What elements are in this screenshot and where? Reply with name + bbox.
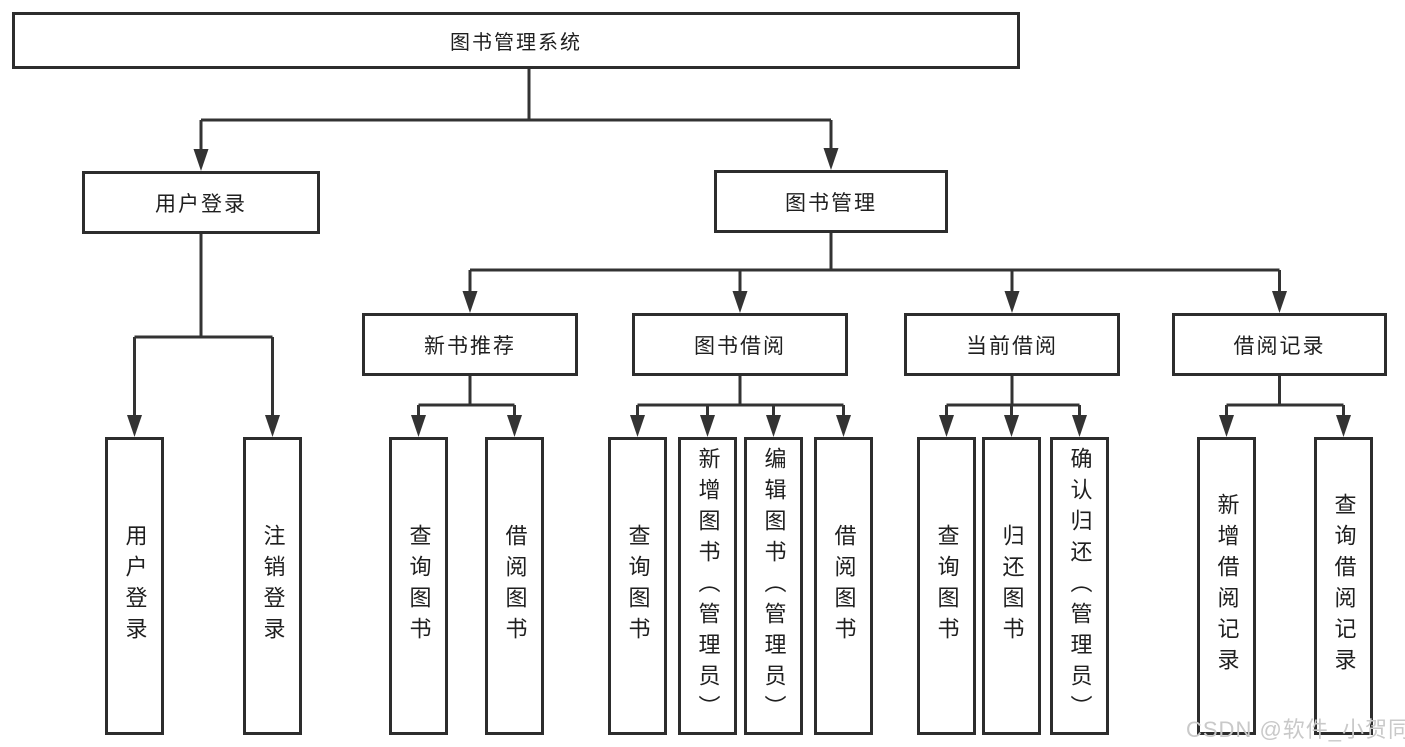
node-book-management: 图书管理 bbox=[714, 170, 948, 233]
leaf-recommend-borrow-books: 借阅图书 bbox=[485, 437, 544, 735]
leaf-recommend-query-books: 查询图书 bbox=[389, 437, 448, 735]
arrowhead-icons bbox=[127, 148, 1351, 437]
leaf-logout-login: 注销登录 bbox=[243, 437, 302, 735]
leaf-records-add-borrow-record: 新增借阅记录 bbox=[1197, 437, 1256, 735]
edge-current-borrow-children bbox=[945, 376, 1081, 419]
node-borrow-records: 借阅记录 bbox=[1172, 313, 1387, 376]
edge-user-login-children bbox=[133, 234, 274, 419]
edge-borrow-records-children bbox=[1225, 376, 1345, 419]
leaf-current-return-books: 归还图书 bbox=[982, 437, 1041, 735]
node-current-borrow: 当前借阅 bbox=[904, 313, 1120, 376]
leaf-borrow-borrow-books: 借阅图书 bbox=[814, 437, 873, 735]
leaf-records-query-borrow-record: 查询借阅记录 bbox=[1314, 437, 1373, 735]
node-book-borrow: 图书借阅 bbox=[632, 313, 848, 376]
leaf-current-confirm-return-admin: 确认归还（管理员） bbox=[1050, 437, 1109, 735]
edges bbox=[133, 69, 1345, 419]
leaf-borrow-edit-books-admin: 编辑图书（管理员） bbox=[744, 437, 803, 735]
edge-new-book-recommend-children bbox=[417, 376, 516, 419]
node-new-book-recommend: 新书推荐 bbox=[362, 313, 578, 376]
leaf-borrow-add-books-admin: 新增图书（管理员） bbox=[678, 437, 737, 735]
node-library-management-system: 图书管理系统 bbox=[12, 12, 1020, 69]
csdn-watermark: CSDN @软件_小贺同学 bbox=[1186, 717, 1405, 742]
leaf-current-query-books: 查询图书 bbox=[917, 437, 976, 735]
edge-book-management-children bbox=[468, 233, 1281, 295]
leaf-borrow-query-books: 查询图书 bbox=[608, 437, 667, 735]
leaf-user-login: 用户登录 bbox=[105, 437, 164, 735]
edge-book-borrow-children bbox=[636, 376, 845, 419]
edge-root-to-level2 bbox=[199, 69, 833, 153]
node-user-login: 用户登录 bbox=[82, 171, 320, 234]
